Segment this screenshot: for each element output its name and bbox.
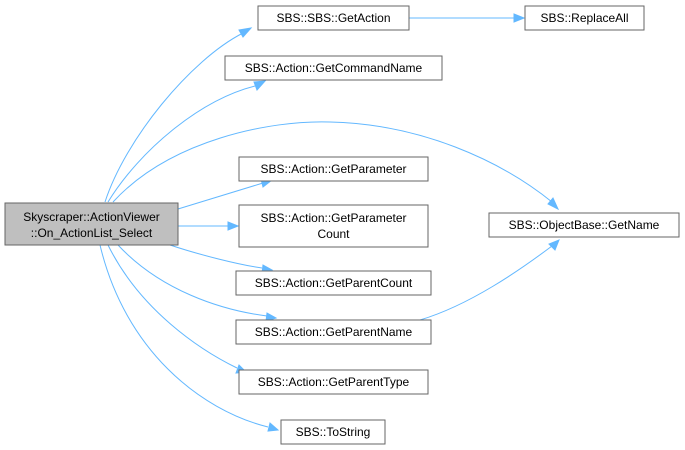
node-get-action-label: SBS::SBS::GetAction (276, 11, 390, 25)
edge-root-to-to-string (99, 244, 269, 428)
node-get-parameter-count[interactable]: SBS::Action::GetParameter Count (238, 204, 429, 248)
edge-root-to-get-parent-name (117, 244, 268, 317)
edge-root-to-get-parent-type (107, 244, 238, 369)
node-get-parameter[interactable]: SBS::Action::GetParameter (238, 156, 429, 182)
edge-root-to-get-parent-count (169, 244, 263, 269)
node-get-parent-count[interactable]: SBS::Action::GetParentCount (235, 270, 432, 296)
node-get-command-name[interactable]: SBS::Action::GetCommandName (224, 55, 443, 81)
edge-root-to-get-action (104, 32, 244, 203)
edge-arrowhead (253, 80, 267, 91)
node-get-command-name-label: SBS::Action::GetCommandName (245, 61, 423, 75)
node-get-parent-name-label: SBS::Action::GetParentName (255, 325, 413, 339)
edge-arrowhead (513, 13, 526, 23)
node-get-parameter-count-label-line1: SBS::Action::GetParameter (260, 211, 406, 225)
edge-arrowhead (227, 221, 240, 231)
node-get-parent-type[interactable]: SBS::Action::GetParentType (238, 369, 429, 395)
node-to-string-label: SBS::ToString (296, 425, 371, 439)
edge-arrowhead (238, 27, 253, 38)
node-replace-all-label: SBS::ReplaceAll (540, 11, 628, 25)
edge-arrowhead (267, 422, 280, 432)
node-get-parameter-label: SBS::Action::GetParameter (260, 162, 406, 176)
node-get-action[interactable]: SBS::SBS::GetAction (257, 5, 410, 31)
node-root-label-line2: ::On_ActionList_Select (31, 226, 153, 240)
edge-root-to-get-name (112, 121, 553, 203)
node-replace-all[interactable]: SBS::ReplaceAll (524, 5, 645, 31)
node-get-parameter-count-label-line2: Count (317, 227, 350, 241)
edge-root-to-get-parameter (177, 182, 264, 210)
node-to-string[interactable]: SBS::ToString (280, 419, 386, 445)
node-get-name[interactable]: SBS::ObjectBase::GetName (488, 212, 680, 238)
node-get-name-label: SBS::ObjectBase::GetName (509, 218, 660, 232)
edge-get-parent-name-to-get-name (419, 245, 553, 321)
node-root-label-line1: Skyscraper::ActionViewer (23, 210, 160, 224)
edge-arrowhead (547, 197, 560, 211)
edge-arrowhead (548, 239, 560, 251)
node-get-parent-type-label: SBS::Action::GetParentType (258, 375, 410, 389)
node-get-parent-count-label: SBS::Action::GetParentCount (255, 276, 413, 290)
node-root[interactable]: Skyscraper::ActionViewer ::On_ActionList… (4, 202, 179, 246)
node-get-parent-name[interactable]: SBS::Action::GetParentName (235, 319, 432, 345)
edge-root-to-get-command-name (107, 85, 256, 203)
